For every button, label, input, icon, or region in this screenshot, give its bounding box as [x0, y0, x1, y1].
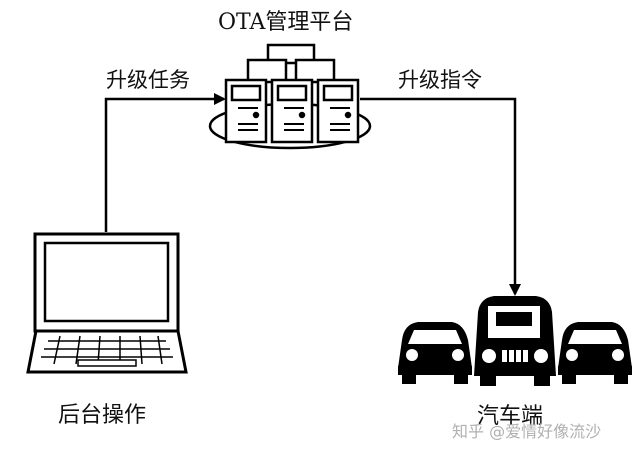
computer-terminal-icon [26, 232, 188, 374]
server-mid-box-left [246, 58, 288, 84]
server-tower-right [316, 78, 360, 144]
server-top-box [266, 43, 316, 65]
server-tower-left [224, 78, 268, 144]
arrow-upgrade-task [104, 93, 226, 232]
watermark: 知乎 @爱情好像流沙 [452, 422, 602, 441]
bus-center-icon [474, 296, 556, 386]
keyboard-keys [41, 335, 173, 367]
backend-label: 后台操作 [58, 403, 147, 428]
server-tower-middle [270, 78, 314, 144]
vehicle-group-icon [398, 296, 632, 386]
server-mid-box-right [294, 58, 336, 84]
vehicle-label: 汽车端 [477, 404, 544, 429]
monitor-screen [43, 241, 170, 323]
car-right-icon [558, 322, 632, 384]
car-left-icon [398, 322, 472, 384]
platform-title: OTA管理平台 [218, 10, 354, 35]
upgrade-command-label: 升级指令 [398, 68, 482, 92]
server-cluster-icon [208, 43, 372, 150]
arrow-upgrade-command [360, 97, 521, 296]
upgrade-task-label: 升级任务 [106, 68, 190, 92]
